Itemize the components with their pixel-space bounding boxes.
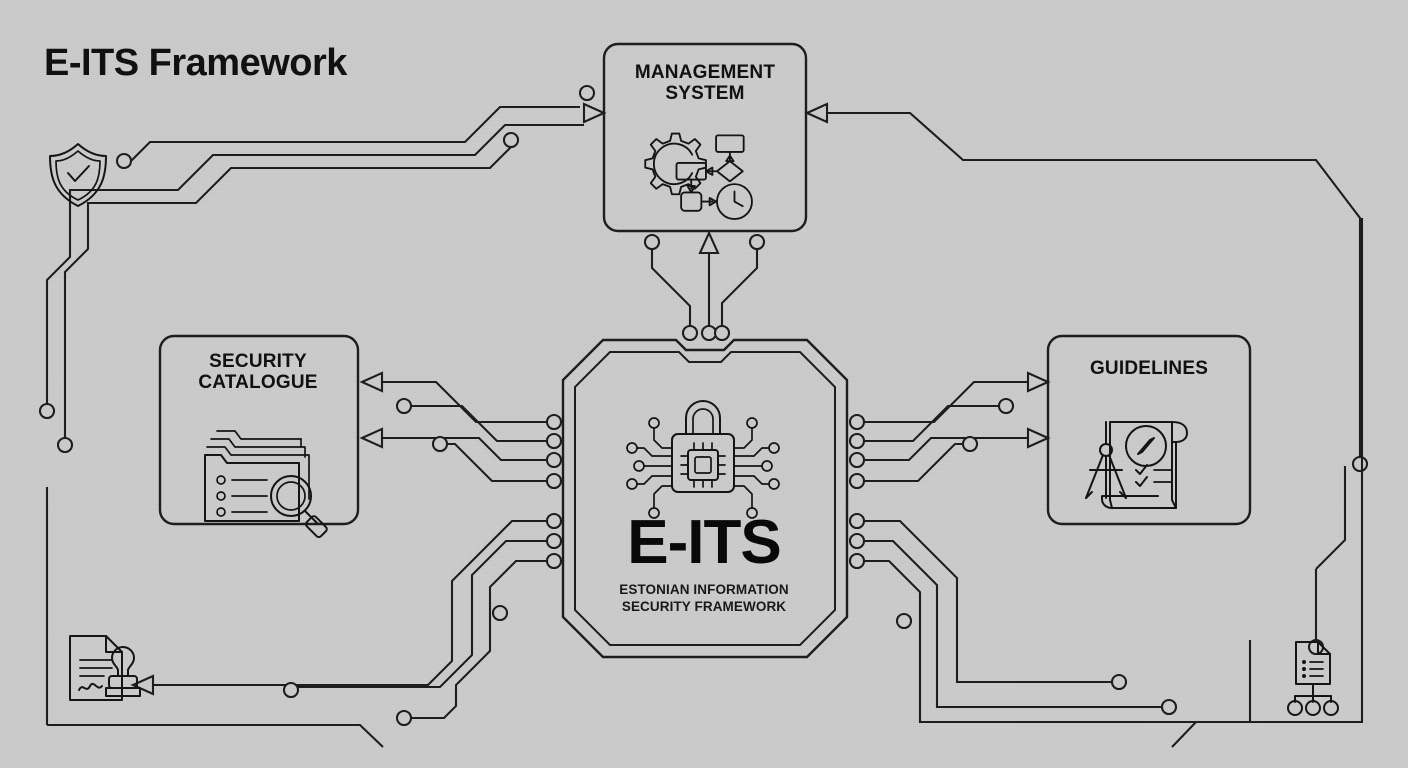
gear-workflow-clock-icon bbox=[644, 132, 753, 221]
connector-outer-left-loop bbox=[45, 487, 384, 748]
node-label-management-system: MANAGEMENT SYSTEM bbox=[634, 62, 776, 105]
node-box-management-system[interactable] bbox=[602, 42, 808, 233]
node-label-security-catalogue: SECURITY CATALOGUE bbox=[198, 351, 318, 394]
center-wordmark-title: E-ITS bbox=[627, 508, 781, 577]
node-box-security-catalogue[interactable] bbox=[158, 334, 360, 526]
shield-check-icon bbox=[49, 143, 107, 207]
connector-center-to-security-catalogue bbox=[359, 371, 563, 490]
node-label-guidelines: GUIDELINES bbox=[1089, 358, 1209, 379]
connector-center-to-stamped-document bbox=[130, 512, 563, 727]
connector-center-to-management bbox=[643, 230, 766, 342]
scroll-compass-checklist-icon bbox=[1085, 421, 1188, 509]
center-node-wordmark: E-ITS ESTONIAN INFORMATION SECURITY FRAM… bbox=[590, 512, 818, 616]
connector-center-to-guidelines bbox=[848, 371, 1051, 490]
document-stamp-signature-icon bbox=[69, 635, 141, 701]
padlock-chip-circuit-icon bbox=[626, 400, 780, 519]
node-box-guidelines[interactable] bbox=[1046, 334, 1252, 526]
node-box-center-eits[interactable] bbox=[561, 338, 849, 659]
connector-outer-right-border bbox=[1171, 218, 1364, 748]
document-org-chart-icon bbox=[1287, 641, 1339, 716]
connector-shield-to-management bbox=[38, 84, 607, 454]
folder-stack-magnifier-icon bbox=[204, 430, 328, 539]
center-wordmark-subtitle: ESTONIAN INFORMATION SECURITY FRAMEWORK bbox=[619, 582, 789, 614]
connector-right-loop-to-management bbox=[804, 102, 1369, 473]
page-title: E-ITS Framework bbox=[44, 42, 347, 84]
connector-center-to-document-hierarchy bbox=[848, 512, 1252, 724]
